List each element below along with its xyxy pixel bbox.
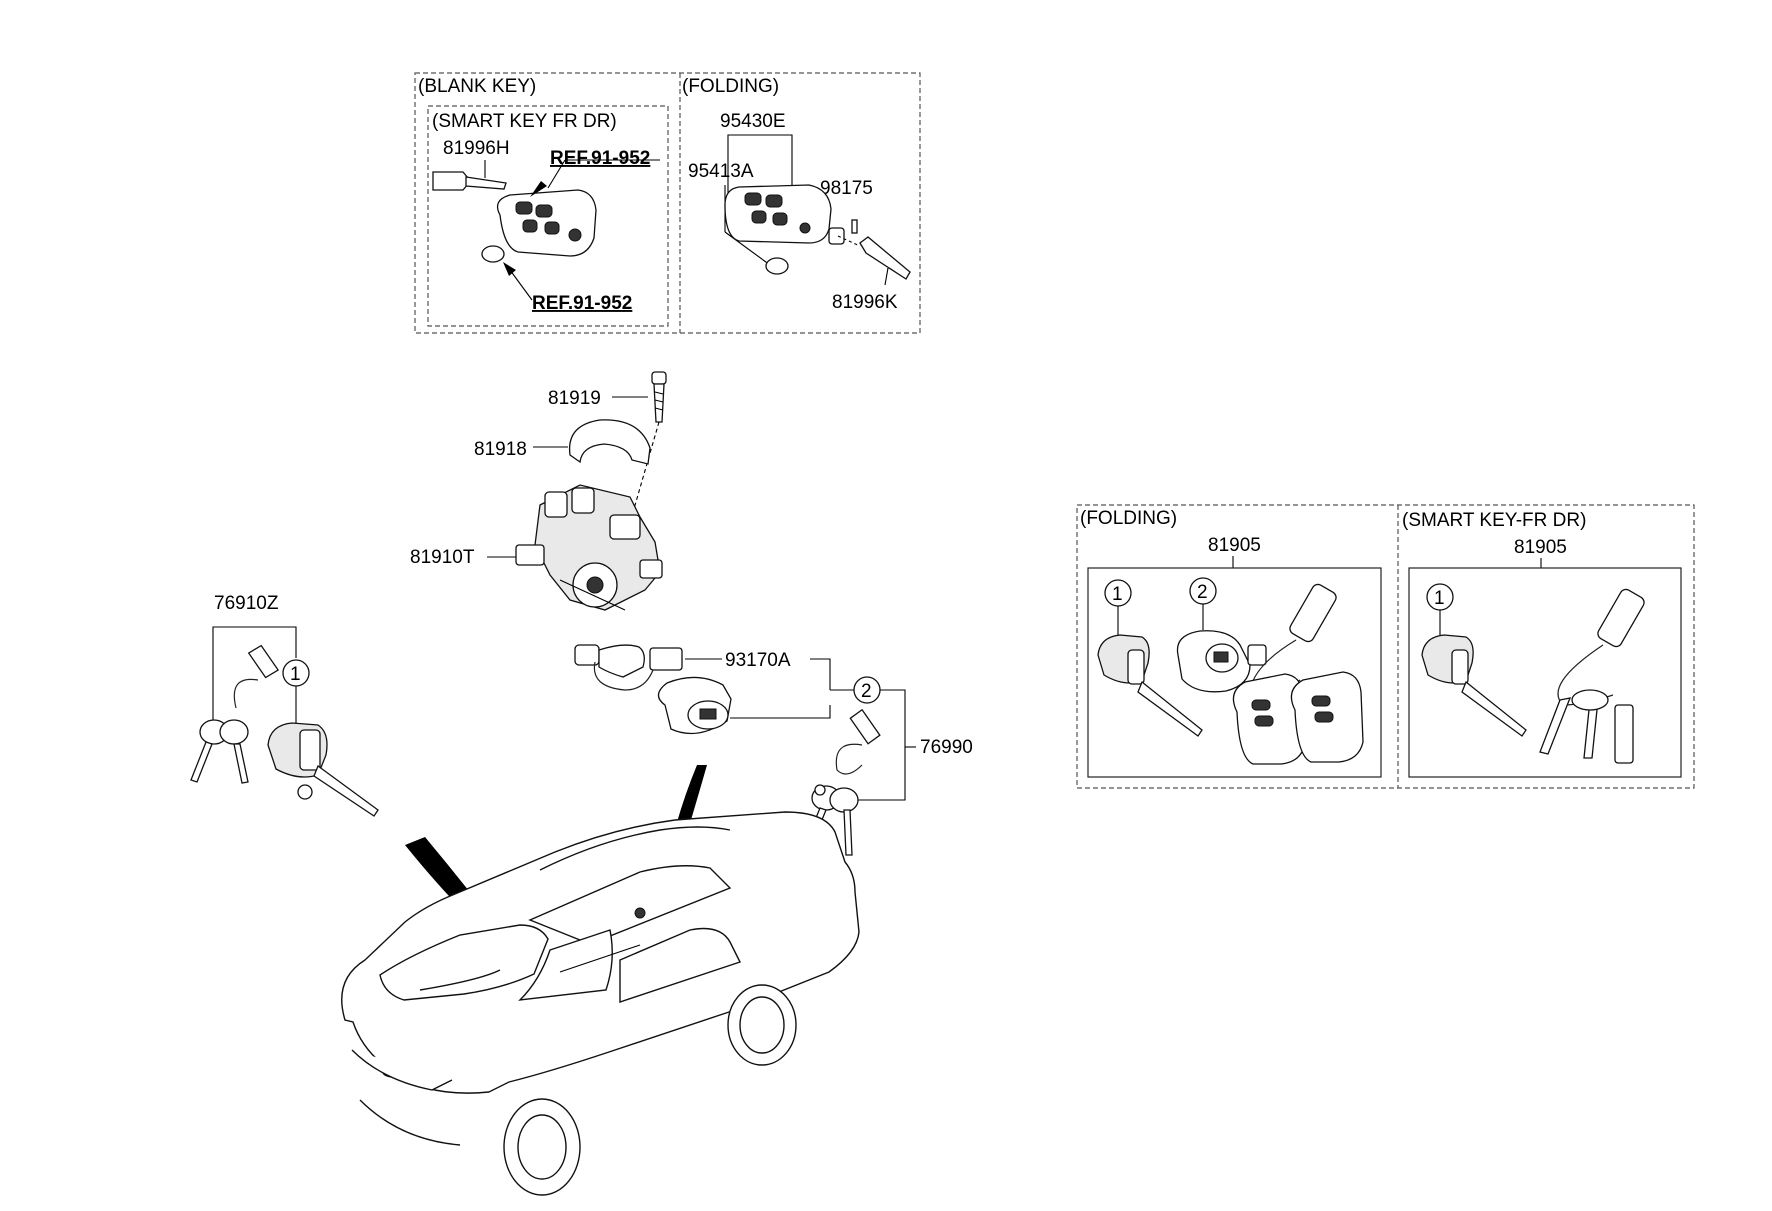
smart-key-tag-and-blades-icon xyxy=(1539,588,1645,764)
ignition-cylinder-icon xyxy=(657,676,732,735)
wire-connector-icon xyxy=(574,644,683,691)
clamp-81918-icon xyxy=(568,419,651,465)
smart-door-cylinder-icon xyxy=(1421,634,1527,737)
callout-2-folding-text: 2 xyxy=(1197,582,1208,603)
smart-set-box xyxy=(1408,567,1682,778)
section-smart-key-fr-dr-right: (SMART KEY-FR DR) xyxy=(1402,510,1586,531)
section-smart-key-fr-dr: (SMART KEY FR DR) xyxy=(432,111,617,132)
pin-98175-icon xyxy=(851,219,858,234)
folding-battery-icon xyxy=(765,257,789,275)
label-95430E: 95430E xyxy=(720,111,786,132)
folding-ignition-cylinder-icon xyxy=(1176,630,1267,693)
section-folding-top: (FOLDING) xyxy=(682,76,779,97)
callout-1-left-text: 1 xyxy=(290,664,301,685)
callout-2-mid-text: 2 xyxy=(861,681,872,702)
label-98175: 98175 xyxy=(820,178,873,199)
key-set-76910Z-icon xyxy=(190,644,280,784)
ref-label-2: REF.91-952 xyxy=(532,293,632,314)
label-81996H: 81996H xyxy=(443,138,510,159)
emergency-key-icon xyxy=(432,160,507,191)
arrow-ref1 xyxy=(530,181,547,197)
blank-key-panel: (BLANK KEY) (SMART KEY FR DR) (FOLDING) … xyxy=(414,72,921,334)
key-set-outer-box xyxy=(1076,504,1695,789)
folding-blade-icon xyxy=(859,236,911,280)
label-81905-folding: 81905 xyxy=(1208,535,1261,556)
label-93170A: 93170A xyxy=(725,650,791,671)
smart-key-inner-box xyxy=(427,105,669,327)
label-81905-smart: 81905 xyxy=(1514,537,1567,558)
label-76910Z: 76910Z xyxy=(214,593,279,614)
coin-battery-icon xyxy=(481,245,505,263)
blank-key-outer-box xyxy=(414,72,921,334)
folding-door-cylinder-icon xyxy=(1097,634,1203,737)
label-95413A: 95413A xyxy=(688,161,754,182)
door-lock-cylinder-icon xyxy=(267,722,379,817)
smart-key-fob-icon xyxy=(496,189,597,257)
bolt-81919-icon xyxy=(624,371,667,541)
label-81918: 81918 xyxy=(474,439,527,460)
key-set-panel-right: (FOLDING) (SMART KEY-FR DR) 81905 81905 … xyxy=(1076,504,1695,789)
steering-lock-body-icon xyxy=(515,484,663,611)
label-81996K: 81996K xyxy=(832,292,898,313)
section-blank-key: (BLANK KEY) xyxy=(418,76,536,97)
arrow-ref2 xyxy=(503,262,516,276)
ref-label-1: REF.91-952 xyxy=(550,148,650,169)
callout-1-smart-text: 1 xyxy=(1434,588,1445,609)
label-81910T: 81910T xyxy=(410,547,475,568)
suv-vehicle-illustration xyxy=(341,811,860,1196)
label-81919: 81919 xyxy=(548,388,601,409)
folding-key-fob-icon xyxy=(724,184,845,245)
folding-key-tag-and-fobs-icon xyxy=(1232,583,1364,765)
folding-set-box xyxy=(1087,567,1382,778)
section-folding-right: (FOLDING) xyxy=(1080,508,1177,529)
label-76990: 76990 xyxy=(920,737,973,758)
callout-1-folding-text: 1 xyxy=(1112,584,1123,605)
